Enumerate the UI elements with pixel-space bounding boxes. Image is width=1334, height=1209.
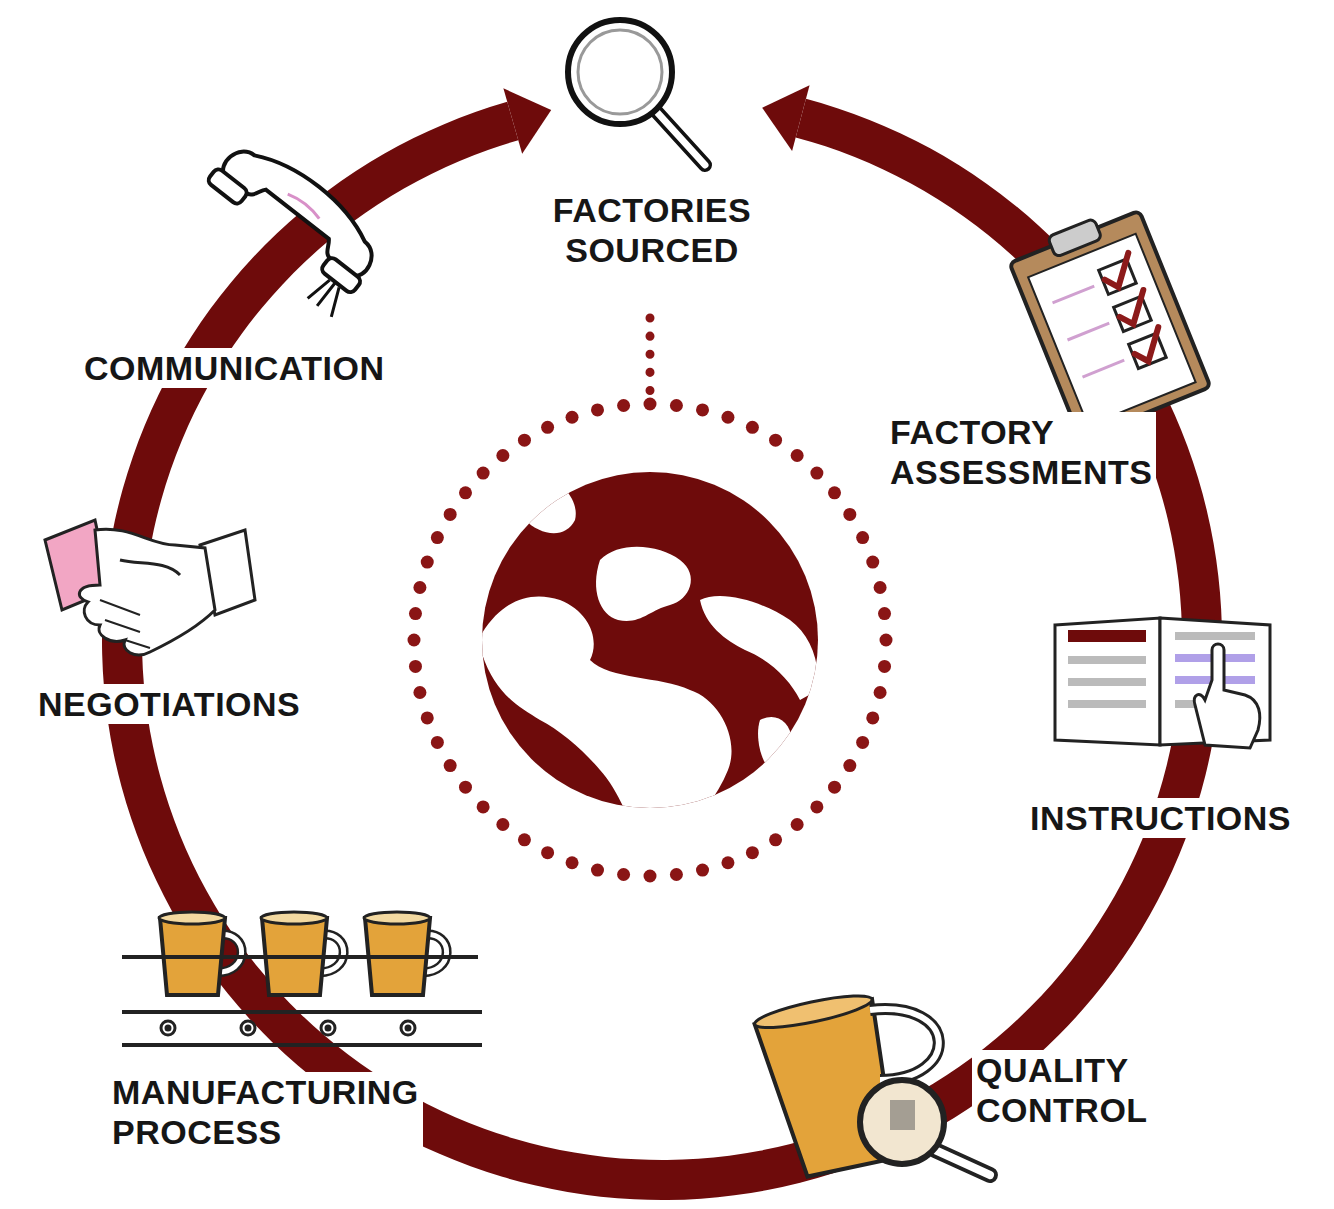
ring-arrowhead [503,88,551,153]
cycle-ring [102,85,1222,1200]
book-icon [1055,618,1270,748]
conveyor-icon [122,912,482,1045]
step-label: MANUFACTURING PROCESS [108,1072,423,1152]
quality-mug-icon [753,989,990,1180]
ring-band [102,99,1222,1200]
step-label: FACTORY ASSESSMENTS [886,412,1156,492]
step-label: FACTORIES SOURCED [549,190,755,270]
step-label: INSTRUCTIONS [1026,798,1295,838]
clipboard-icon [1006,201,1211,439]
handshake-icon [45,520,255,655]
step-label: COMMUNICATION [80,348,389,388]
step-label: NEGOTIATIONS [34,684,304,724]
ring-arrowhead [762,85,809,151]
phone-icon [188,130,391,318]
step-label: QUALITY CONTROL [972,1050,1152,1130]
magnifier-icon [568,20,705,165]
dotted-circle [408,398,893,883]
globe-icon [408,318,893,883]
